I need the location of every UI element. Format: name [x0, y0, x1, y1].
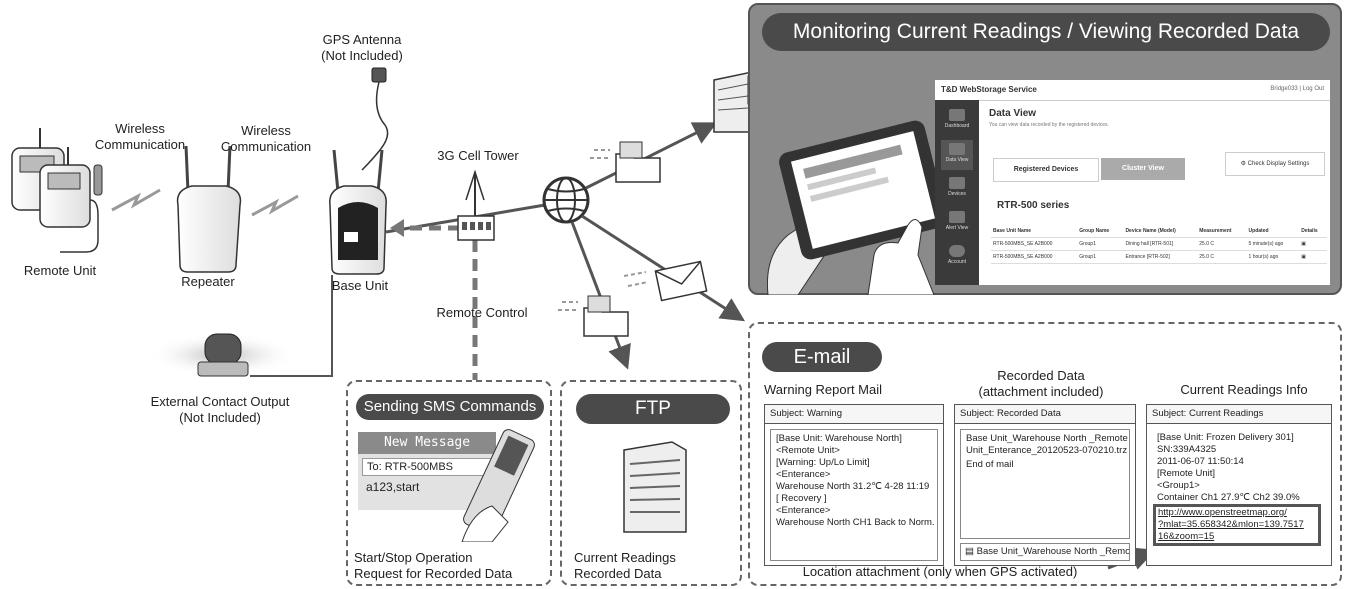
tab-registered-devices[interactable]: Registered Devices	[993, 158, 1099, 182]
attachment-icon: ▤	[965, 546, 977, 557]
col-device: Device Name (Model)	[1123, 225, 1198, 238]
email-panel: E-mail Warning Report Mail Recorded Data…	[748, 322, 1342, 586]
wireless-signal-1	[111, 188, 161, 212]
app-header: T&D WebStorage Service Bridge033 | Log O…	[935, 80, 1330, 101]
base-unit-label: Base Unit	[331, 278, 389, 293]
warning-mail-body: [Base Unit: Warehouse North] <Remote Uni…	[770, 429, 938, 561]
ftp-folder-icon	[558, 295, 629, 337]
current-readings-heading: Current Readings Info	[1180, 382, 1308, 397]
table-row[interactable]: RTR-500MBS_SE A2B000 Group1 Dining hall …	[991, 237, 1327, 251]
col-measurement: Measurement	[1197, 225, 1247, 238]
base-unit-device	[329, 149, 387, 275]
devices-table: Base Unit Name Group Name Device Name (M…	[991, 225, 1327, 264]
tablet-illustration	[766, 120, 947, 295]
account-icon	[949, 245, 965, 257]
gps-antenna-label: GPS Antenna(Not Included)	[321, 32, 403, 63]
data-view-icon	[949, 143, 965, 155]
sidebar-item-data-view[interactable]: Data View	[941, 140, 973, 170]
envelope-icon	[623, 260, 708, 302]
warning-mail-heading: Warning Report Mail	[764, 382, 883, 397]
col-group: Group Name	[1077, 225, 1124, 238]
monitoring-panel: Monitoring Current Readings / Viewing Re…	[748, 3, 1342, 295]
sidebar-item-alert-view[interactable]: Alert View	[941, 208, 973, 238]
sms-to-field[interactable]: To: RTR-500MBS	[362, 458, 492, 476]
ftp-title: FTP	[576, 394, 730, 424]
table-header-row: Base Unit Name Group Name Device Name (M…	[991, 225, 1327, 238]
devices-icon	[949, 177, 965, 189]
dashboard-icon	[949, 109, 965, 121]
col-details: Details	[1299, 225, 1327, 238]
current-readings-mail-box: Subject: Current Readings [Base Unit: Fr…	[1146, 404, 1332, 566]
external-contact-label: External Contact Output(Not Included)	[150, 394, 290, 425]
remote-unit-label: Remote Unit	[23, 263, 97, 278]
alert-icon	[949, 211, 965, 223]
recorded-data-subject: Subject: Recorded Data	[955, 405, 1135, 424]
webstorage-app-screenshot: T&D WebStorage Service Bridge033 | Log O…	[935, 80, 1330, 285]
current-readings-body: [Base Unit: Frozen Delivery 301] SN:339A…	[1152, 429, 1326, 561]
sms-body-field[interactable]: a123,start	[366, 480, 420, 494]
data-folder-icon	[590, 141, 661, 183]
cell-tower	[457, 169, 495, 241]
col-base-unit: Base Unit Name	[991, 225, 1078, 238]
monitoring-title: Monitoring Current Readings / Viewing Re…	[762, 13, 1330, 51]
repeater-label: Repeater	[181, 274, 235, 289]
recorded-data-heading: Recorded Data(attachment included)	[978, 368, 1104, 399]
tab-cluster-view[interactable]: Cluster View	[1101, 158, 1185, 180]
warning-mail-box: Subject: Warning [Base Unit: Warehouse N…	[764, 404, 944, 566]
warning-mail-subject: Subject: Warning	[765, 405, 943, 424]
internet-globe	[542, 176, 590, 224]
app-brand: T&D WebStorage Service	[941, 85, 1037, 94]
table-row[interactable]: RTR-500MBS_SE A2B000 Group1 Entrance [RT…	[991, 250, 1327, 264]
data-view-subtitle: You can view data recorded by the regist…	[989, 122, 1109, 128]
external-contact-light	[147, 275, 333, 377]
data-view-title: Data View	[989, 108, 1037, 119]
sidebar-item-account[interactable]: Account	[941, 242, 973, 272]
col-updated: Updated	[1246, 225, 1300, 238]
arrow-to-web	[585, 122, 718, 190]
recorded-data-mail-box: Subject: Recorded Data Base Unit_Warehou…	[954, 404, 1136, 566]
attachment-item[interactable]: ▤ Base Unit_Warehouse North _Remo	[960, 543, 1130, 561]
repeater-device	[176, 145, 242, 273]
mobile-phone-icon	[461, 429, 535, 542]
app-user-menu[interactable]: Bridge033 | Log Out	[1270, 86, 1324, 92]
gps-antenna-device	[361, 67, 389, 171]
wireless-signal-2	[251, 194, 299, 217]
arrow-to-ftp	[570, 221, 631, 370]
email-title: E-mail	[762, 342, 882, 372]
app-sidebar: Dashboard Data View Devices Alert View A…	[935, 100, 979, 285]
sms-panel: Sending SMS Commands New Message To: RTR…	[346, 380, 552, 586]
arrow-to-email	[581, 214, 746, 322]
location-attachment-label: Location attachment (only when GPS activ…	[802, 564, 1078, 579]
recorded-data-body: Base Unit_Warehouse North _Remote Unit_E…	[960, 429, 1130, 539]
check-display-settings-button[interactable]: ⚙ Check Display Settings	[1225, 152, 1325, 176]
new-message-header: New Message	[358, 432, 496, 454]
cell-tower-label: 3G Cell Tower	[437, 148, 519, 163]
details-icon[interactable]: ▣	[1299, 237, 1327, 251]
sidebar-item-dashboard[interactable]: Dashboard	[941, 106, 973, 136]
remote-unit-device	[11, 128, 103, 253]
location-link[interactable]: http://www.openstreetmap.org/ ?mlat=35.6…	[1153, 504, 1321, 546]
series-heading: RTR-500 series	[997, 200, 1070, 211]
sidebar-item-devices[interactable]: Devices	[941, 174, 973, 204]
details-icon[interactable]: ▣	[1299, 250, 1327, 264]
ftp-server-icon	[623, 441, 687, 533]
current-readings-subject: Subject: Current Readings	[1147, 405, 1331, 424]
remote-control-label: Remote Control	[436, 305, 528, 320]
sms-title: Sending SMS Commands	[356, 394, 544, 420]
